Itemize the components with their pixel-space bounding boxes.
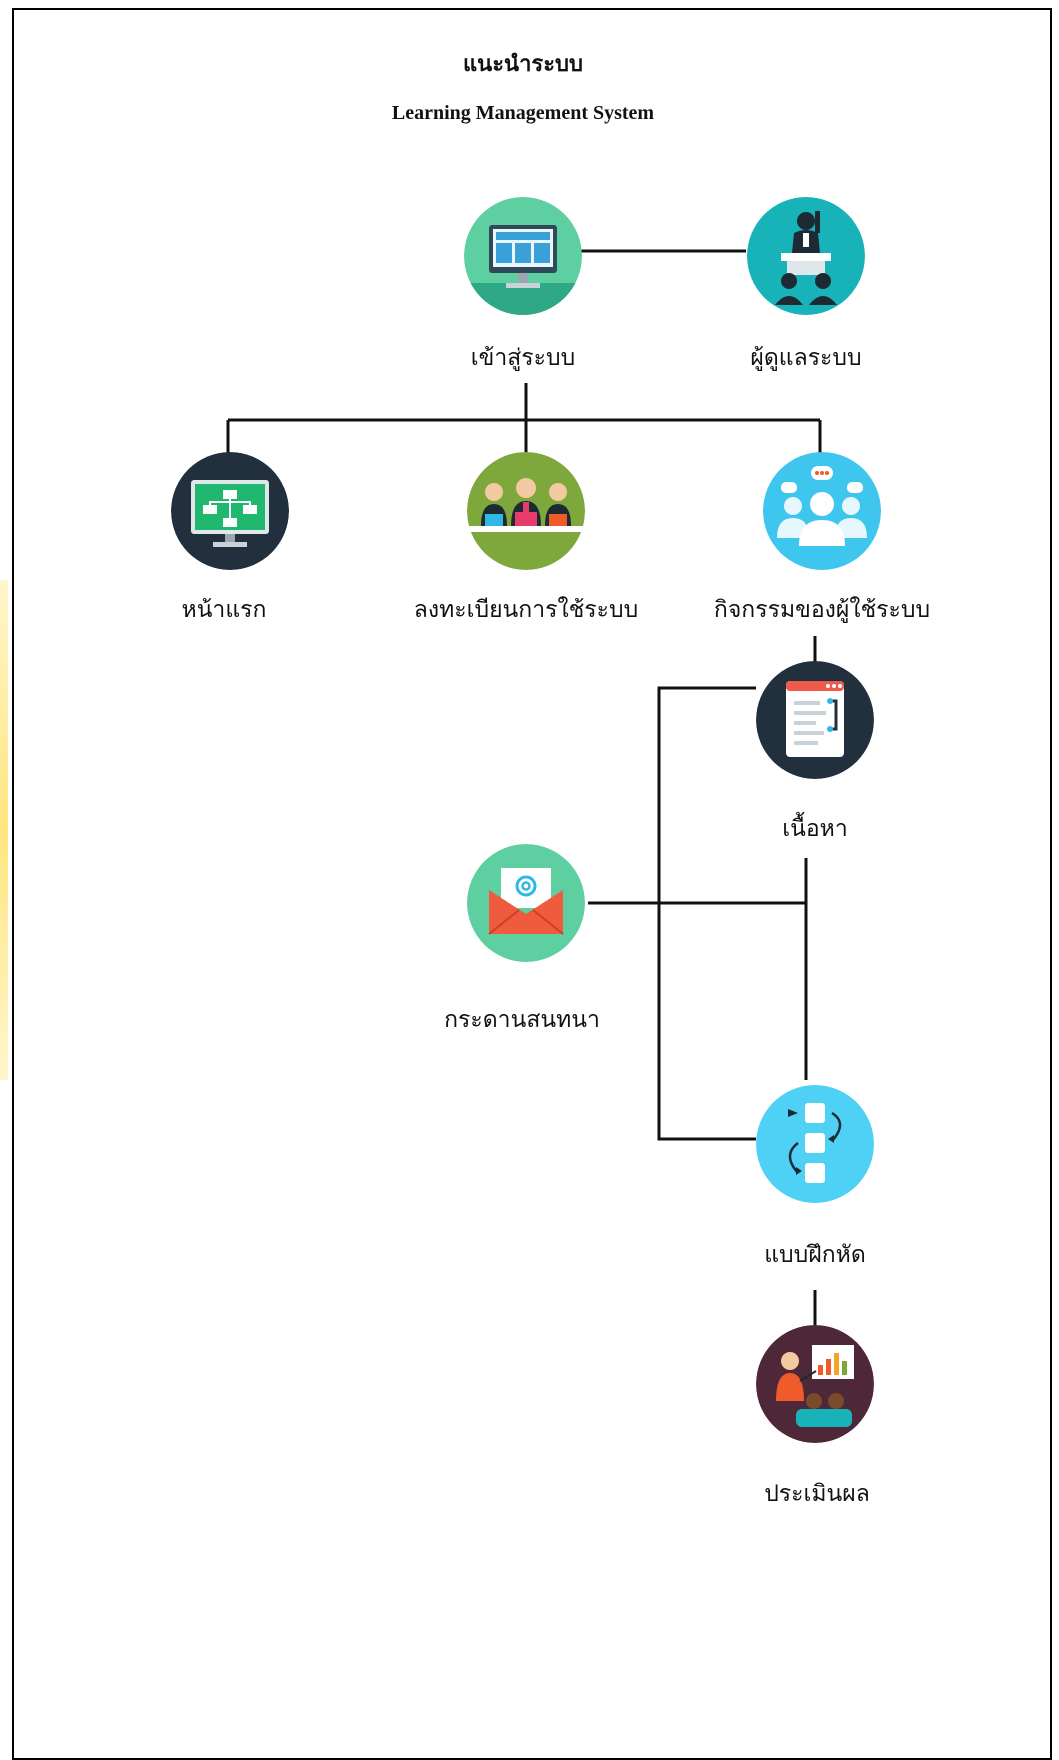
workflow-steps-icon	[756, 1085, 874, 1203]
node-evaluation-label: ประเมินผล	[764, 1481, 870, 1507]
node-exercise[interactable]	[756, 1085, 874, 1203]
node-activities-label: กิจกรรมของผู้ใช้ระบบ	[713, 597, 931, 623]
presenter-audience-icon	[747, 197, 865, 315]
node-board-label: กระดานสนทนา	[444, 1007, 600, 1033]
page-frame	[12, 8, 1052, 1760]
node-admin[interactable]	[747, 197, 865, 315]
edge-highlight	[0, 580, 8, 1080]
node-exercise-label: แบบฝึกหัด	[764, 1242, 866, 1268]
node-register[interactable]	[467, 452, 585, 570]
page-title: แนะนำระบบ	[463, 51, 583, 77]
document-window-icon	[756, 661, 874, 779]
node-board[interactable]	[467, 844, 585, 962]
node-content[interactable]	[756, 661, 874, 779]
node-content-label: เนื้อหา	[782, 816, 848, 842]
page-subtitle: Learning Management System	[391, 102, 655, 124]
node-home[interactable]	[171, 452, 289, 570]
connector-loop	[657, 686, 756, 1141]
node-login[interactable]	[464, 197, 582, 315]
node-evaluation[interactable]	[756, 1325, 874, 1443]
flowchart-monitor-icon	[171, 452, 289, 570]
node-activities[interactable]	[763, 452, 881, 570]
presentation-chart-icon	[756, 1325, 874, 1443]
node-register-label: ลงทะเบียนการใช้ระบบ	[413, 597, 639, 623]
monitor-website-icon	[464, 197, 582, 315]
email-envelope-icon	[467, 844, 585, 962]
node-home-label: หน้าแรก	[181, 597, 267, 623]
node-admin-label: ผู้ดูแลระบบ	[750, 345, 862, 371]
team-laptops-icon	[467, 452, 585, 570]
node-login-label: เข้าสู่ระบบ	[470, 345, 576, 371]
users-chat-icon	[763, 452, 881, 570]
